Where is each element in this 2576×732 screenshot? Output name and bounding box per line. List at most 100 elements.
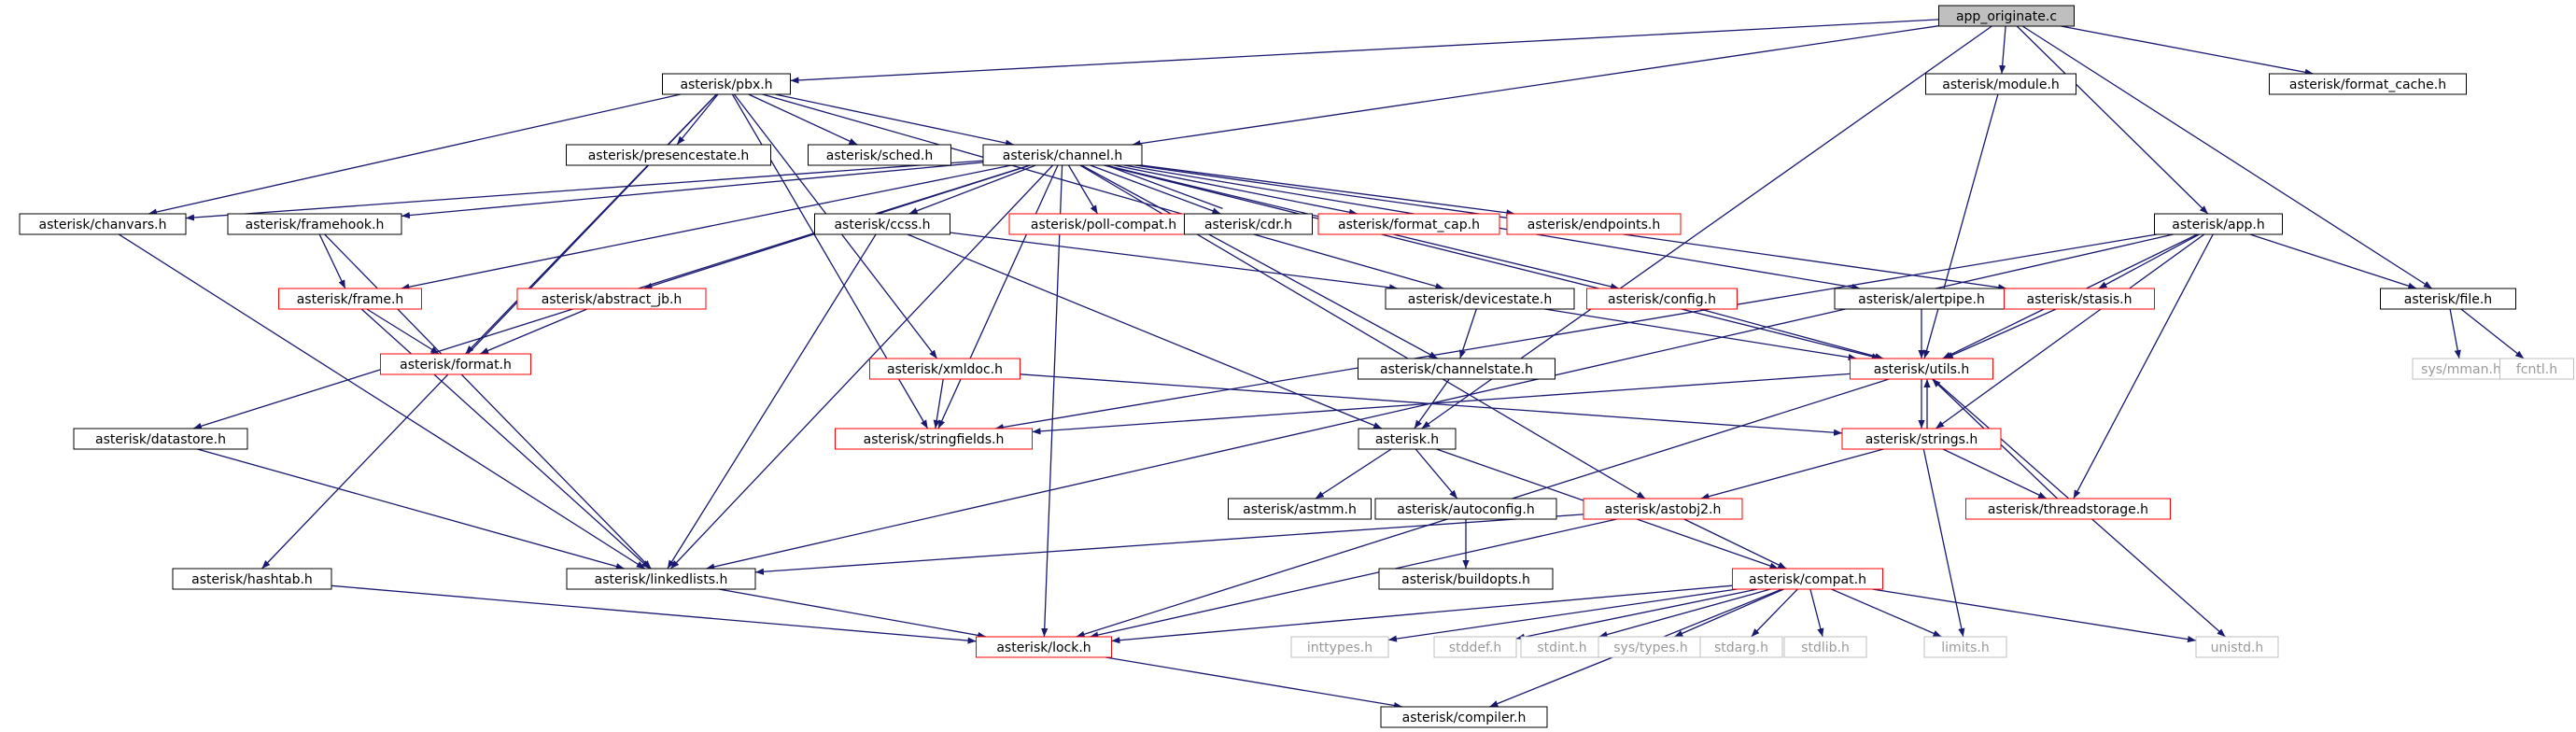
node-box[interactable] — [19, 213, 187, 235]
node-linkedlists[interactable]: asterisk/linkedlists.h — [566, 568, 756, 590]
node-alertpipe[interactable]: asterisk/alertpipe.h — [1834, 288, 2009, 310]
node-box[interactable] — [1732, 568, 1883, 590]
node-stasis[interactable]: asterisk/stasis.h — [2004, 288, 2155, 310]
node-box[interactable] — [172, 568, 332, 590]
node-box[interactable] — [1317, 213, 1500, 235]
node-fmtcap[interactable]: asterisk/format_cap.h — [1317, 213, 1500, 235]
node-box[interactable] — [1374, 498, 1557, 520]
node-endpoints[interactable]: asterisk/endpoints.h — [1506, 213, 1682, 235]
node-asterisk[interactable]: asterisk.h — [1358, 428, 1457, 450]
node-box[interactable] — [227, 213, 402, 235]
node-sysmman[interactable]: sys/mman.h — [2412, 358, 2511, 380]
node-ccss[interactable]: asterisk/ccss.h — [814, 213, 950, 235]
node-box[interactable] — [1850, 358, 1993, 380]
node-presence[interactable]: asterisk/presencestate.h — [566, 144, 771, 166]
edge-compat-to-stdarg — [1751, 588, 1798, 638]
node-box[interactable] — [1358, 358, 1555, 380]
node-label: asterisk/compiler.h — [1402, 711, 1527, 725]
node-frame[interactable]: asterisk/frame.h — [278, 288, 422, 310]
node-hashtab[interactable]: asterisk/hashtab.h — [172, 568, 332, 590]
node-box[interactable] — [808, 144, 951, 166]
node-threadstorage[interactable]: asterisk/threadstorage.h — [1965, 498, 2171, 520]
node-box[interactable] — [662, 73, 791, 95]
node-buildopts[interactable]: asterisk/buildopts.h — [1378, 568, 1554, 590]
node-strfields[interactable]: asterisk/stringfields.h — [835, 428, 1033, 450]
node-box[interactable] — [2004, 288, 2155, 310]
node-box[interactable] — [814, 213, 950, 235]
node-box[interactable] — [566, 568, 756, 590]
node-box[interactable] — [2499, 358, 2574, 380]
node-box[interactable] — [1290, 636, 1389, 658]
node-lock[interactable]: asterisk/lock.h — [976, 636, 1112, 658]
node-compat[interactable]: asterisk/compat.h — [1732, 568, 1883, 590]
edge-strings-to-limits — [1922, 448, 1965, 638]
edge-pbx-to-presence — [676, 93, 719, 146]
node-stddef[interactable]: stddef.h — [1433, 636, 1517, 658]
node-pollcompat[interactable]: asterisk/poll-compat.h — [1008, 213, 1199, 235]
node-systypes[interactable]: sys/types.h — [1598, 636, 1704, 658]
node-root[interactable]: app_originate.c — [1938, 5, 2075, 27]
node-box[interactable] — [1184, 213, 1313, 235]
node-box[interactable] — [1586, 288, 1738, 310]
node-stdarg[interactable]: stdarg.h — [1699, 636, 1783, 658]
node-cdr[interactable]: asterisk/cdr.h — [1184, 213, 1313, 235]
node-box[interactable] — [516, 288, 707, 310]
node-box[interactable] — [73, 428, 248, 450]
node-sched[interactable]: asterisk/sched.h — [808, 144, 951, 166]
node-box[interactable] — [380, 353, 531, 375]
node-box[interactable] — [1228, 498, 1372, 520]
node-box[interactable] — [1506, 213, 1682, 235]
node-app[interactable]: asterisk/app.h — [2154, 213, 2283, 235]
node-config[interactable]: asterisk/config.h — [1586, 288, 1738, 310]
node-box[interactable] — [1433, 636, 1517, 658]
node-chanstate[interactable]: asterisk/channelstate.h — [1358, 358, 1555, 380]
node-box[interactable] — [976, 636, 1112, 658]
node-box[interactable] — [1938, 5, 2075, 27]
node-devstate[interactable]: asterisk/devicestate.h — [1385, 288, 1575, 310]
node-utils[interactable]: asterisk/utils.h — [1850, 358, 1993, 380]
node-box[interactable] — [982, 144, 1143, 166]
node-strings[interactable]: asterisk/strings.h — [1841, 428, 2002, 450]
node-unistd[interactable]: unistd.h — [2195, 636, 2279, 658]
node-box[interactable] — [1783, 636, 1867, 658]
node-box[interactable] — [2154, 213, 2283, 235]
node-abstractjb[interactable]: asterisk/abstract_jb.h — [516, 288, 707, 310]
node-stdint[interactable]: stdint.h — [1520, 636, 1604, 658]
node-box[interactable] — [1583, 498, 1743, 520]
node-compiler[interactable]: asterisk/compiler.h — [1380, 706, 1548, 728]
edge-asterisk-to-autoconfig — [1415, 448, 1458, 500]
node-box[interactable] — [1699, 636, 1783, 658]
node-box[interactable] — [1380, 706, 1548, 728]
node-format[interactable]: asterisk/format.h — [380, 353, 531, 375]
node-box[interactable] — [278, 288, 422, 310]
node-box[interactable] — [2380, 288, 2516, 310]
node-box[interactable] — [869, 358, 1021, 380]
node-autoconfig[interactable]: asterisk/autoconfig.h — [1374, 498, 1557, 520]
node-astobj2[interactable]: asterisk/astobj2.h — [1583, 498, 1743, 520]
node-datastore[interactable]: asterisk/datastore.h — [73, 428, 248, 450]
node-module[interactable]: asterisk/module.h — [1925, 73, 2076, 95]
node-framehook[interactable]: asterisk/framehook.h — [227, 213, 402, 235]
node-channel[interactable]: asterisk/channel.h — [982, 144, 1143, 166]
node-box[interactable] — [1925, 73, 2076, 95]
node-stdlib[interactable]: stdlib.h — [1783, 636, 1867, 658]
node-inttypes[interactable]: inttypes.h — [1290, 636, 1389, 658]
node-box[interactable] — [1385, 288, 1575, 310]
node-box[interactable] — [1841, 428, 2002, 450]
node-box[interactable] — [835, 428, 1033, 450]
node-pbx[interactable]: asterisk/pbx.h — [662, 73, 791, 95]
node-astmm[interactable]: asterisk/astmm.h — [1228, 498, 1372, 520]
node-box[interactable] — [1358, 428, 1457, 450]
node-box[interactable] — [2269, 73, 2467, 95]
node-box[interactable] — [2195, 636, 2279, 658]
node-chanvars[interactable]: asterisk/chanvars.h — [19, 213, 187, 235]
node-limits[interactable]: limits.h — [1923, 636, 2007, 658]
node-xmldoc[interactable]: asterisk/xmldoc.h — [869, 358, 1021, 380]
node-box[interactable] — [1378, 568, 1554, 590]
node-box[interactable] — [1923, 636, 2007, 658]
node-box[interactable] — [566, 144, 771, 166]
node-box[interactable] — [1965, 498, 2171, 520]
node-file[interactable]: asterisk/file.h — [2380, 288, 2516, 310]
node-fmtcache[interactable]: asterisk/format_cache.h — [2269, 73, 2467, 95]
node-fcntl[interactable]: fcntl.h — [2499, 358, 2574, 380]
